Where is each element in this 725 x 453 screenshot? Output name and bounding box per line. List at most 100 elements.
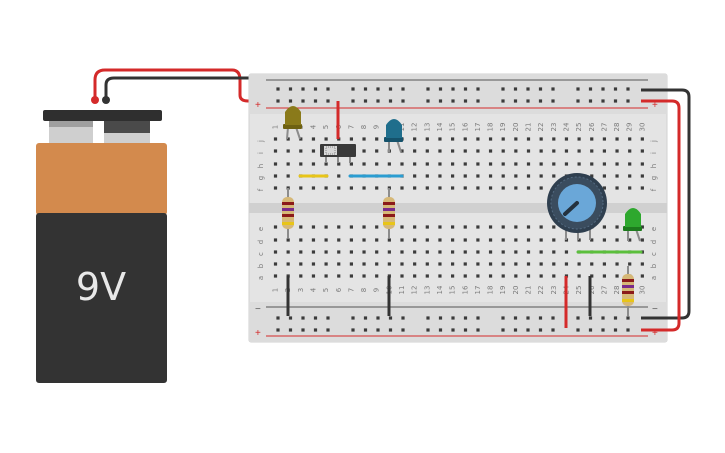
rail-hole-1[interactable]	[513, 99, 518, 103]
rail-hole-3[interactable]	[426, 328, 430, 332]
hole-b26[interactable]	[590, 262, 594, 266]
led-blue[interactable]	[384, 119, 403, 153]
rail-hole-2[interactable]	[476, 316, 480, 320]
rail-hole-3[interactable]	[463, 328, 468, 332]
hole-e23[interactable]	[552, 225, 556, 229]
rail-hole-0[interactable]	[601, 87, 605, 91]
hole-a5[interactable]	[324, 274, 328, 278]
rail-hole-0[interactable]	[376, 87, 380, 91]
hole-b30[interactable]	[640, 262, 644, 266]
hole-g29[interactable]	[628, 174, 632, 178]
hole-f11[interactable]	[400, 186, 404, 190]
hole-j16[interactable]	[463, 137, 467, 141]
hole-g26[interactable]	[590, 174, 594, 178]
hole-d26[interactable]	[590, 238, 594, 242]
rail-hole-2[interactable]	[513, 316, 518, 320]
hole-e9[interactable]	[375, 225, 379, 229]
rail-hole-1[interactable]	[613, 99, 618, 103]
hole-c15[interactable]	[451, 250, 455, 254]
hole-i18[interactable]	[488, 149, 493, 153]
hole-b24[interactable]	[564, 262, 569, 266]
rail-hole-0[interactable]	[551, 87, 555, 91]
hole-e11[interactable]	[400, 225, 404, 229]
hole-d19[interactable]	[501, 238, 505, 242]
led-yellow[interactable]	[283, 106, 302, 140]
led-green[interactable]	[623, 208, 642, 242]
rail-hole-1[interactable]	[301, 99, 305, 103]
hole-j30[interactable]	[640, 137, 644, 141]
hole-i21[interactable]	[526, 149, 531, 153]
hole-a25[interactable]	[577, 274, 581, 278]
hole-j8[interactable]	[362, 137, 366, 141]
rail-hole-0[interactable]	[501, 87, 505, 91]
hole-h7[interactable]	[349, 162, 353, 166]
hole-h21[interactable]	[526, 162, 531, 166]
hole-b4[interactable]	[311, 262, 316, 266]
hole-c11[interactable]	[400, 250, 404, 254]
rail-hole-1[interactable]	[388, 99, 393, 103]
hole-a13[interactable]	[425, 274, 429, 278]
rail-hole-0[interactable]	[526, 87, 530, 91]
wire-right-black[interactable]	[641, 88, 691, 320]
rail-hole-3[interactable]	[351, 328, 355, 332]
hole-f7[interactable]	[349, 186, 353, 190]
hole-i23[interactable]	[552, 149, 556, 153]
hole-h3[interactable]	[299, 162, 303, 166]
rail-hole-3[interactable]	[388, 328, 393, 332]
rail-hole-0[interactable]	[626, 87, 630, 91]
hole-c7[interactable]	[349, 250, 353, 254]
rail-hole-2[interactable]	[438, 316, 443, 320]
hole-b14[interactable]	[438, 262, 442, 266]
hole-f6[interactable]	[337, 186, 341, 190]
hole-d18[interactable]	[488, 238, 493, 242]
hole-e7[interactable]	[349, 225, 353, 229]
hole-e3[interactable]	[299, 225, 303, 229]
rail-hole-2[interactable]	[388, 316, 393, 320]
rail-hole-3[interactable]	[538, 328, 543, 332]
hole-j24[interactable]	[564, 137, 569, 141]
rail-hole-3[interactable]	[363, 328, 368, 332]
rail-hole-0[interactable]	[613, 87, 618, 91]
hole-h5[interactable]	[324, 162, 328, 166]
hole-b8[interactable]	[362, 262, 366, 266]
rail-hole-2[interactable]	[538, 316, 543, 320]
switch-slider[interactable]	[324, 146, 337, 155]
hole-g17[interactable]	[476, 174, 480, 178]
hole-h12[interactable]	[413, 162, 417, 166]
rail-hole-3[interactable]	[288, 328, 293, 332]
hole-a4[interactable]	[311, 274, 316, 278]
hole-d17[interactable]	[476, 238, 480, 242]
rail-hole-1[interactable]	[426, 99, 430, 103]
hole-h24[interactable]	[564, 162, 569, 166]
hole-f21[interactable]	[526, 186, 531, 190]
hole-b13[interactable]	[425, 262, 429, 266]
rail-hole-1[interactable]	[351, 99, 355, 103]
hole-b15[interactable]	[451, 262, 455, 266]
hole-e13[interactable]	[425, 225, 429, 229]
hole-c14[interactable]	[438, 250, 442, 254]
rail-hole-2[interactable]	[626, 316, 630, 320]
hole-g18[interactable]	[488, 174, 493, 178]
rail-hole-3[interactable]	[626, 328, 630, 332]
hole-d10[interactable]	[387, 238, 391, 242]
hole-e22[interactable]	[539, 225, 543, 229]
rail-hole-3[interactable]	[301, 328, 305, 332]
hole-b18[interactable]	[488, 262, 493, 266]
hole-j18[interactable]	[488, 137, 493, 141]
hole-a17[interactable]	[476, 274, 480, 278]
hole-e20[interactable]	[514, 225, 518, 229]
hole-d7[interactable]	[349, 238, 353, 242]
rail-hole-0[interactable]	[513, 87, 518, 91]
hole-e1[interactable]	[273, 225, 278, 229]
hole-g12[interactable]	[413, 174, 417, 178]
hole-h27[interactable]	[602, 162, 606, 166]
hole-c8[interactable]	[362, 250, 366, 254]
rail-hole-1[interactable]	[288, 99, 293, 103]
hole-h25[interactable]	[577, 162, 581, 166]
hole-c5[interactable]	[324, 250, 328, 254]
rail-hole-1[interactable]	[588, 99, 593, 103]
rail-hole-2[interactable]	[326, 316, 330, 320]
rail-hole-1[interactable]	[401, 99, 405, 103]
hole-f27[interactable]	[602, 186, 606, 190]
hole-h16[interactable]	[463, 162, 467, 166]
